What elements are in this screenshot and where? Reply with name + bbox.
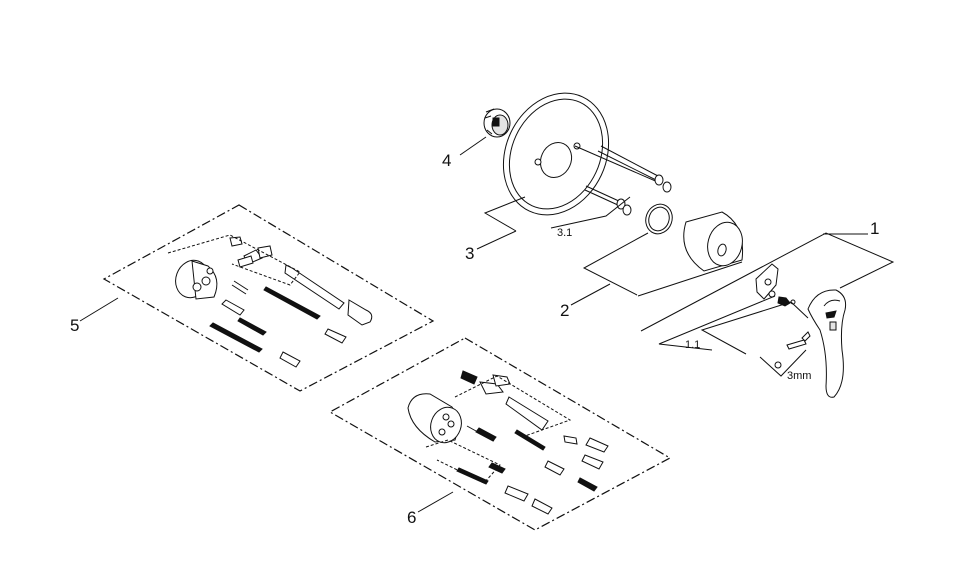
leader-part-4 (459, 136, 487, 156)
hex-key-3mm (774, 331, 811, 369)
part-3-escutcheon-plate (502, 92, 610, 216)
bracket-part-3 (483, 196, 526, 232)
label-part-5: 5 (70, 316, 79, 335)
leader-part-6 (417, 491, 454, 513)
bracket-part-3-1 (550, 196, 631, 229)
label-hex-key: 3mm (787, 370, 811, 382)
label-part-2: 2 (560, 301, 569, 320)
bracket-part-1 (640, 232, 895, 332)
leader-part-3 (476, 230, 517, 250)
kit-5-dotted-group (167, 234, 301, 286)
bracket-part-1-1 (658, 295, 776, 351)
label-part-6: 6 (407, 508, 416, 527)
bracket-part-2-right (637, 261, 743, 297)
label-part-3-1: 3.1 (557, 227, 572, 239)
part-1-lever-handle (807, 289, 847, 398)
bracket-part-2 (582, 232, 649, 296)
kit-6-dotted-group (454, 375, 572, 437)
label-part-3: 3 (465, 244, 474, 263)
label-part-1-1: 1.1 (685, 339, 700, 351)
label-part-4: 4 (442, 151, 451, 170)
part-2-sleeve (645, 203, 744, 272)
leader-part-2 (570, 283, 611, 306)
bracket-screws-part-1 (700, 301, 809, 355)
leader-part-5 (79, 297, 119, 322)
kit-5-frame (102, 204, 435, 392)
kit-5-parts (175, 236, 373, 368)
bracket-hex-key (759, 349, 807, 377)
kit-6-frame (328, 337, 672, 531)
part-4-cap (483, 108, 511, 138)
label-part-1: 1 (870, 219, 879, 238)
kit-6-parts (407, 370, 609, 515)
part-1-mounting-bracket (755, 263, 796, 307)
part-3-1-screws (574, 145, 672, 216)
kit-6-dotted-group-2 (425, 439, 501, 484)
